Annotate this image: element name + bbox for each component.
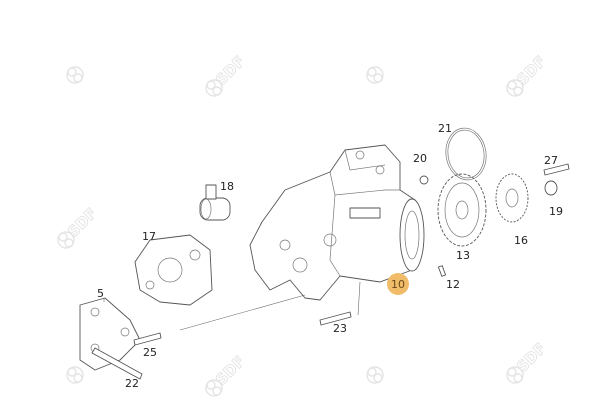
watermark-logo: SDF: [506, 52, 550, 97]
callout-label[interactable]: 25: [143, 346, 157, 359]
solenoid-valve[interactable]: [199, 184, 231, 221]
feed-pump[interactable]: [134, 234, 213, 306]
callout-label[interactable]: 10: [391, 278, 405, 291]
watermark-logo: [66, 366, 84, 384]
callout-labels: 21 20 18 27 17 13 16 19 5 10 12 23 25 22: [97, 122, 563, 390]
watermark-logo: [366, 66, 384, 84]
watermark-text: SDF: [64, 204, 100, 240]
watermark-logo: SDF: [506, 339, 550, 384]
callout-label[interactable]: 22: [125, 377, 139, 390]
watermark-logo: SDF: [205, 352, 249, 397]
o-ring-inner: [447, 129, 485, 179]
callout-label[interactable]: 20: [413, 152, 427, 165]
leader-lines: [103, 281, 361, 331]
callout-label[interactable]: 19: [549, 205, 563, 218]
key-pin[interactable]: [437, 265, 447, 277]
bolt[interactable]: [319, 311, 352, 326]
watermark-text: SDF: [513, 52, 549, 88]
o-ring[interactable]: [443, 125, 490, 182]
bolt[interactable]: [133, 332, 162, 346]
gear-hub[interactable]: [495, 173, 529, 223]
nut[interactable]: [544, 180, 558, 196]
bolt[interactable]: [543, 163, 570, 176]
callout-label[interactable]: 16: [514, 234, 528, 247]
callout-label[interactable]: 12: [446, 278, 460, 291]
callout-label[interactable]: 17: [142, 230, 156, 243]
highlight-callout-circle[interactable]: [387, 273, 409, 295]
callout-label[interactable]: 23: [333, 322, 347, 335]
injection-pump-body[interactable]: [249, 144, 425, 301]
watermark-text: SDF: [212, 352, 248, 388]
bolt[interactable]: [91, 347, 143, 380]
watermark-text: SDF: [212, 52, 248, 88]
callout-label[interactable]: 21: [438, 122, 452, 135]
watermark-text: SDF: [513, 339, 549, 375]
callout-label[interactable]: 27: [544, 154, 558, 167]
watermark-logo: [66, 66, 84, 84]
callout-label[interactable]: 18: [220, 180, 234, 193]
callout-label[interactable]: 5: [97, 287, 104, 300]
watermark-logo: SDF: [205, 52, 249, 97]
watermark-logo: [366, 366, 384, 384]
callout-label[interactable]: 13: [456, 249, 470, 262]
drive-gear[interactable]: [437, 173, 487, 247]
seal-ring[interactable]: [419, 175, 429, 185]
watermark-logo: SDF: [57, 204, 101, 249]
